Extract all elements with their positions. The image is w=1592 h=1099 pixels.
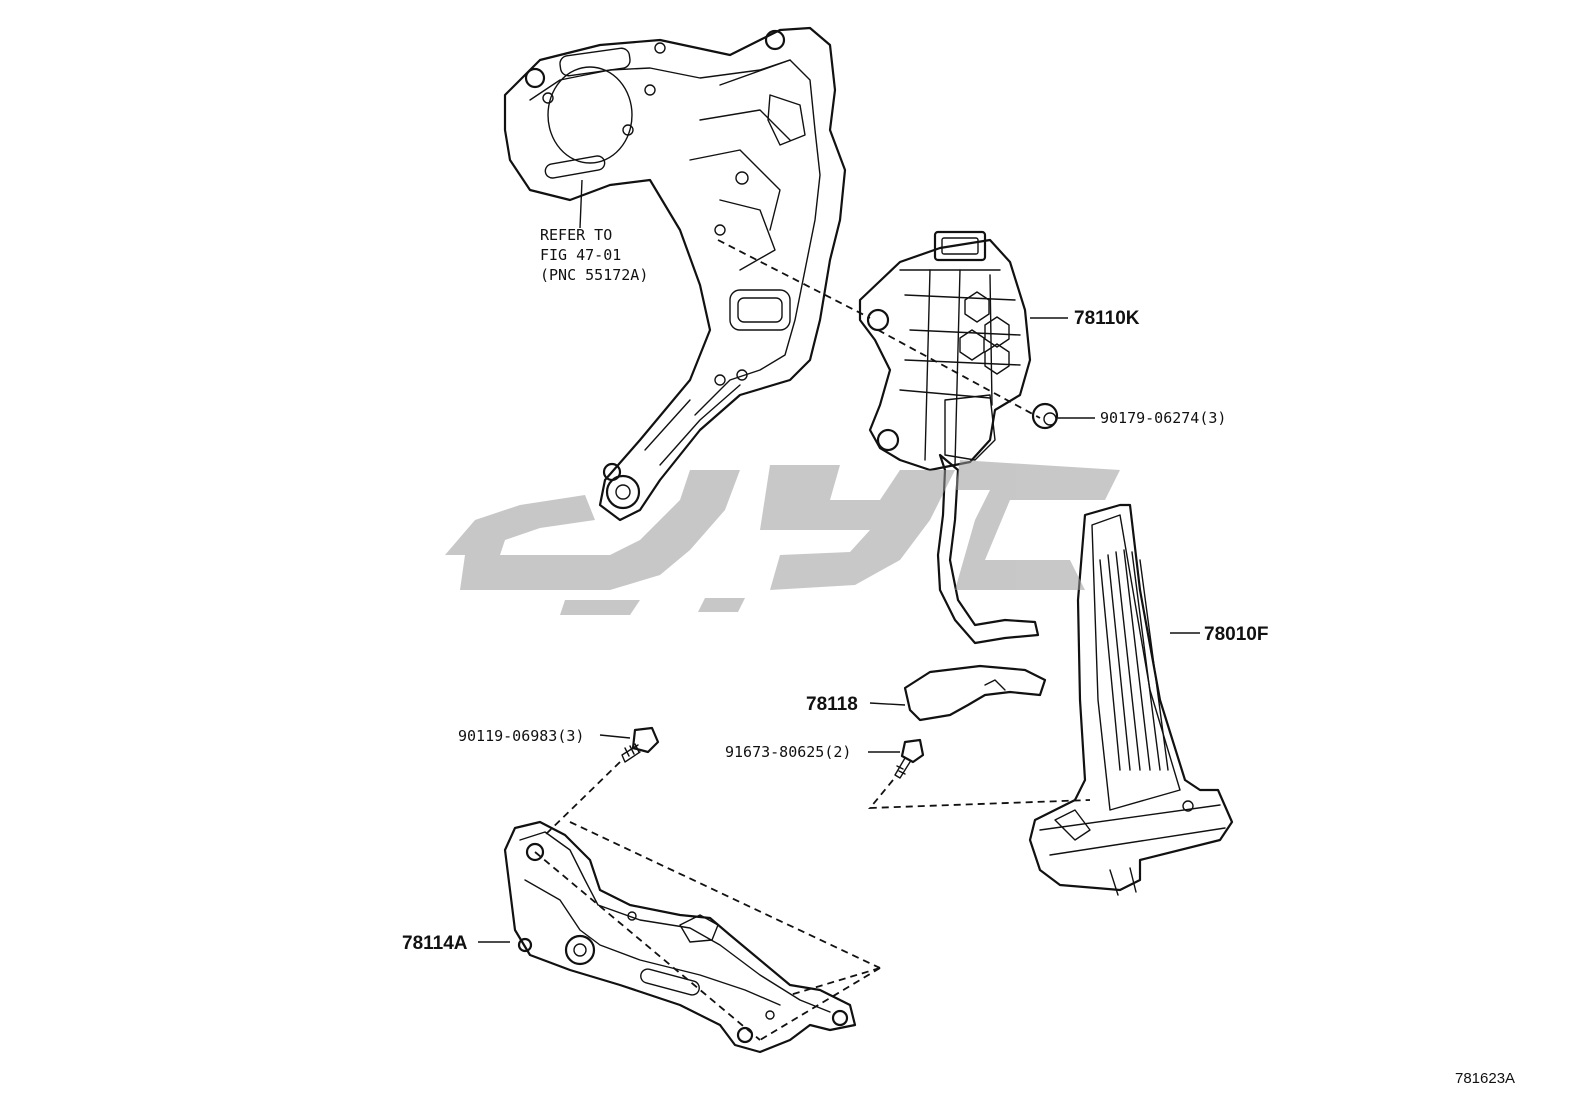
label-sensor: 78110K: [1074, 308, 1140, 329]
watermark-logo: [445, 460, 1120, 615]
pedal-cover: [903, 664, 1047, 722]
sensor-nut: [1031, 402, 1059, 430]
pedal-pad: [1028, 503, 1234, 896]
bolt-b: [894, 738, 925, 779]
ref-line-3: (PNC 55172A): [540, 266, 648, 284]
figure-code: 781623A: [1455, 1070, 1515, 1087]
reference-note: REFER TO FIG 47-01 (PNC 55172A): [540, 226, 648, 284]
bolt-a: [621, 726, 660, 763]
assembly-lines: [534, 239, 1091, 1041]
label-bolt-a: 90119-06983(3): [458, 727, 584, 745]
accelerator-sensor: [858, 230, 1032, 472]
label-base-bracket: 78114A: [402, 933, 468, 954]
pedal-arm: [936, 453, 1040, 645]
label-bolt-b: 91673-80625(2): [725, 743, 851, 761]
pedal-support-bracket: [503, 26, 847, 522]
base-bracket: [503, 820, 857, 1054]
label-sensor-nut: 90179-06274(3): [1100, 409, 1226, 427]
ref-line-2: FIG 47-01: [540, 246, 621, 264]
leader-lines: [478, 179, 1200, 943]
ref-line-1: REFER TO: [540, 226, 612, 244]
label-pedal: 78010F: [1204, 624, 1268, 645]
label-cover: 78118: [806, 694, 858, 715]
